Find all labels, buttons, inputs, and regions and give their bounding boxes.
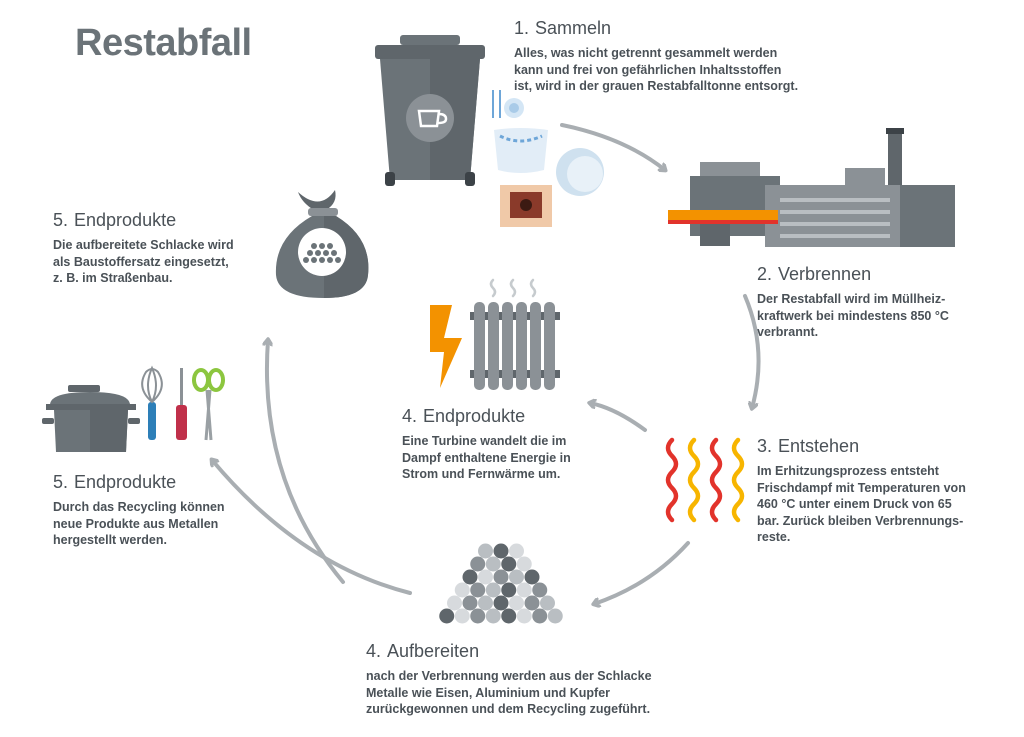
step-text-line: z. B. im Straßenbau.	[53, 271, 173, 285]
sack-icon	[275, 190, 369, 298]
step-number: 5.	[53, 210, 69, 230]
slag-ball	[470, 608, 486, 624]
slag-ball	[462, 569, 478, 585]
slag-ball	[454, 582, 470, 598]
step-aufbereiten: 4.Aufbereiten nach der Verbrennung werde…	[366, 641, 652, 718]
slag-ball	[478, 569, 493, 585]
step-endprodukte-metall: 5.Endprodukte Durch das Recycling können…	[53, 472, 225, 549]
arrow-entstehen-to-aufbereiten	[594, 541, 690, 604]
step-text-line: neue Produkte aus Metallen	[53, 516, 219, 531]
slag-pile-icon	[439, 543, 563, 624]
step-text-line: 460 °C unter einem Druck von 65	[757, 497, 952, 511]
slag-ball	[485, 556, 501, 572]
step-text-line: kann und frei von gefährlichen Inhaltsst…	[514, 62, 782, 77]
step-verbrennen: 2.Verbrennen Der Restabfall wird im Müll…	[757, 264, 949, 341]
step-heading: Sammeln	[535, 18, 612, 38]
slag-ball	[524, 569, 540, 585]
slag-ball	[493, 543, 509, 559]
slag-ball	[485, 582, 501, 598]
waste-items-icon	[492, 90, 604, 227]
radiator-icon	[470, 278, 560, 390]
step-text-line: reste.	[757, 530, 791, 544]
slag-ball	[516, 582, 532, 598]
slag-ball	[532, 582, 548, 598]
slag-ball	[478, 595, 493, 611]
cycle-arrows	[212, 123, 761, 604]
step-text-line: Frischdampf mit Temperaturen von	[757, 480, 966, 495]
slag-ball	[478, 543, 493, 559]
step-text-line: verbrannt.	[757, 325, 819, 339]
step-text-line: Durch das Recycling können	[53, 500, 225, 514]
step-sammeln: 1.Sammeln Alles, was nicht getrennt gesa…	[514, 18, 798, 95]
slag-ball	[516, 556, 532, 572]
step-text-line: zurückgewonnen und dem Recycling zugefüh…	[366, 702, 651, 716]
slag-ball	[462, 595, 478, 611]
waste-bin-icon	[375, 35, 485, 186]
step-number: 5.	[53, 472, 69, 492]
step-heading: Endprodukte	[74, 210, 177, 230]
slag-ball	[454, 608, 470, 624]
slag-ball	[470, 582, 486, 598]
step-text-line: Metalle wie Eisen, Aluminium und Kupfer	[366, 685, 611, 700]
arrow-entstehen-to-energie	[590, 403, 647, 432]
step-number: 1.	[514, 18, 530, 38]
whisk-icon	[141, 365, 163, 440]
step-text-line: Strom und Fernwärme um.	[402, 467, 561, 481]
lightning-icon	[430, 305, 462, 388]
slag-ball	[540, 595, 555, 611]
scissors-icon	[192, 368, 225, 441]
step-text-line: Alles, was nicht getrennt gesammelt werd…	[514, 46, 778, 60]
step-text-line: Dampf enthaltene Energie in	[402, 450, 571, 465]
step-heading: Endprodukte	[74, 472, 177, 492]
cooking-pot-icon	[42, 385, 140, 452]
step-text-line: Der Restabfall wird im Müllheiz-	[757, 292, 946, 306]
step-entstehen: 3.Entstehen Im Erhitzungsprozess entsteh…	[757, 436, 966, 546]
step-number: 4.	[366, 641, 382, 661]
slag-ball	[493, 595, 509, 611]
step-text-line: Die aufbereitete Schlacke wird	[53, 238, 234, 252]
page-title: Restabfall	[75, 22, 252, 64]
step-text-line: bar. Zurück bleiben Verbrennungs-	[757, 513, 964, 528]
step-endprodukte-energie: 4.Endprodukte Eine Turbine wandelt die i…	[402, 406, 571, 483]
slag-ball	[493, 569, 509, 585]
slag-ball	[516, 608, 532, 624]
step-text-line: als Baustoffersatz eingesetzt,	[53, 254, 229, 269]
step-text-line: nach der Verbrennung werden aus der Schl…	[366, 669, 652, 683]
slag-ball	[509, 569, 524, 585]
slag-ball	[547, 608, 563, 624]
heat-waves-icon	[665, 437, 745, 523]
slag-ball	[509, 595, 524, 611]
slag-ball	[532, 608, 548, 624]
slag-ball	[485, 608, 501, 624]
step-number: 2.	[757, 264, 773, 284]
arrow-sammeln-to-verbrennen	[560, 123, 665, 170]
slag-ball	[524, 595, 540, 611]
slag-ball	[501, 556, 517, 572]
arrow-aufbereiten-to-metall	[212, 460, 412, 595]
step-endprodukte-schlacke: 5.Endprodukte Die aufbereitete Schlacke …	[53, 210, 234, 287]
step-heading: Aufbereiten	[387, 641, 480, 661]
slag-ball	[501, 608, 517, 624]
step-number: 3.	[757, 436, 773, 456]
slag-ball	[447, 595, 462, 611]
slag-ball	[470, 556, 486, 572]
step-text-line: ist, wird in der grauen Restabfalltonne …	[514, 79, 799, 93]
step-heading: Endprodukte	[423, 406, 526, 426]
step-heading: Verbrennen	[778, 264, 872, 284]
arrow-verbrennen-to-entstehen	[743, 294, 761, 408]
step-text-line: Eine Turbine wandelt die im	[402, 434, 567, 448]
arrow-aufbereiten-to-schlacke	[267, 340, 345, 584]
screwdriver-icon	[176, 368, 187, 440]
step-heading: Entstehen	[778, 436, 860, 456]
step-text-line: Im Erhitzungsprozess entsteht	[757, 464, 939, 478]
step-text-line: hergestellt werden.	[53, 533, 167, 547]
step-number: 4.	[402, 406, 418, 426]
step-text-line: kraftwerk bei mindestens 850 °C	[757, 308, 949, 323]
power-plant-icon	[668, 128, 955, 247]
slag-ball	[509, 543, 524, 559]
slag-ball	[501, 582, 517, 598]
slag-ball	[439, 608, 455, 624]
